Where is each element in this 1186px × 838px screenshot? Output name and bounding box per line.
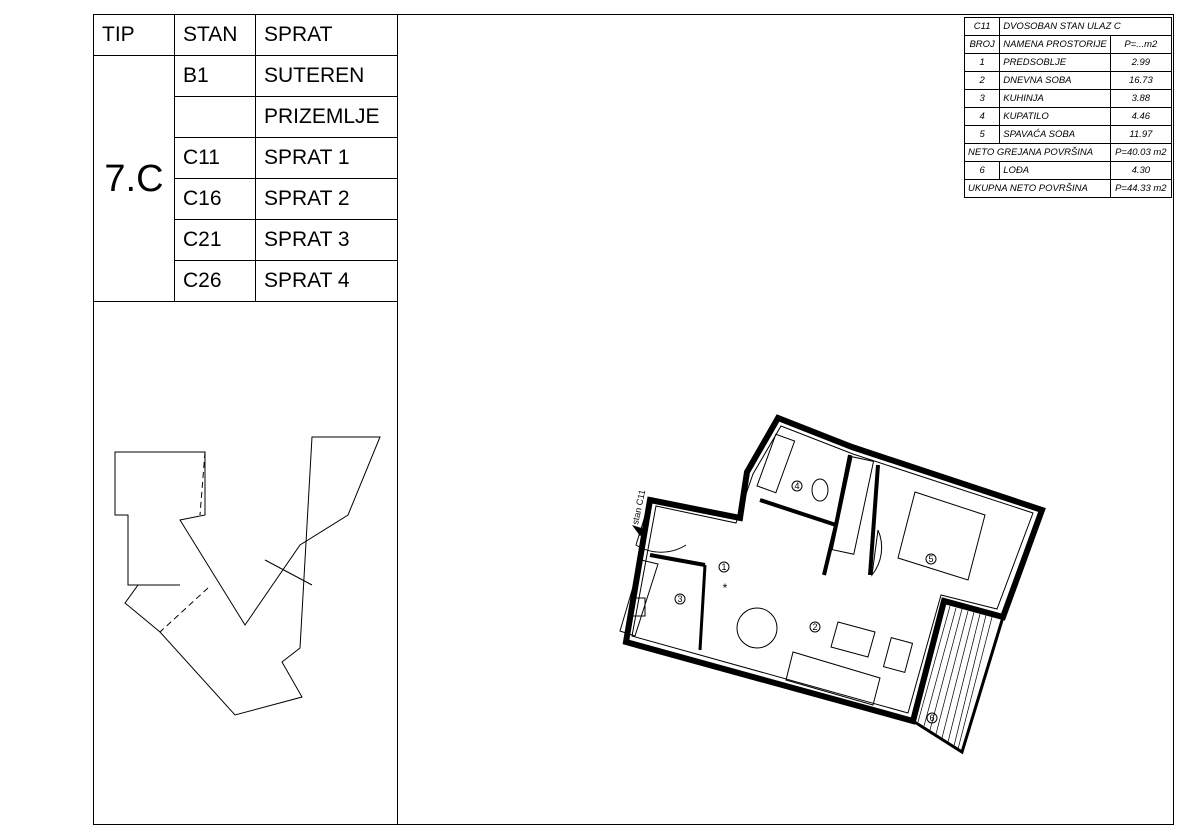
room-marker-3-label: 3 — [677, 594, 682, 604]
stan-cell: C26 — [174, 260, 256, 302]
table-row: 3 KUHINJA 3.88 — [963, 89, 1173, 108]
stove-icon — [632, 597, 646, 617]
sprat-cell: SPRAT 4 — [255, 260, 398, 302]
loggia-deck — [917, 605, 993, 750]
frame-divider — [397, 14, 398, 825]
armchair-icon — [882, 637, 914, 673]
interior-wall — [834, 454, 852, 526]
toilet-icon — [811, 478, 829, 502]
bedroom-door — [871, 529, 883, 577]
sprat-cell: SPRAT 1 — [255, 137, 398, 179]
kitchen-counter — [619, 559, 659, 637]
header-stan: STAN — [174, 14, 256, 56]
table-row: C26 SPRAT 4 — [94, 260, 398, 302]
room-number: 5 — [963, 125, 1001, 144]
interior-wall — [698, 564, 707, 651]
room-area-table: C11 DVOSOBAN STAN ULAZ C BROJ NAMENA PRO… — [963, 17, 1173, 198]
coffee-table-icon — [830, 621, 876, 658]
room-markers: 1 2 3 4 5 6 * — [674, 480, 938, 724]
total-label: UKUPNA NETO POVRŠINA — [964, 179, 1111, 198]
room-marker-4 — [791, 480, 803, 492]
room-table-title-row: C11 DVOSOBAN STAN ULAZ C — [963, 17, 1172, 36]
entrance-door — [635, 499, 687, 553]
key-plan-dashed-line — [159, 587, 209, 633]
interior-wall — [868, 464, 880, 576]
interior-wall — [822, 524, 838, 576]
header-tip: TIP — [93, 14, 175, 56]
table-row: 6 LOĐA 4.30 — [963, 161, 1173, 180]
interior-wall — [759, 498, 837, 527]
sofa-icon — [785, 651, 881, 706]
key-plan-line — [264, 559, 313, 586]
bathtub-icon — [756, 433, 796, 494]
outer-wall-inner-line — [631, 425, 1034, 714]
neto-row: NETO GREJANA POVRŠINA P=40.03 m2 — [964, 143, 1173, 162]
stan-cell: C11 — [174, 137, 256, 179]
table-row: PRIZEMLJE — [94, 96, 398, 138]
room-marker-5-label: 5 — [928, 554, 933, 564]
room-marker-2-label: 2 — [812, 622, 817, 632]
key-plan-dashed-line — [199, 451, 206, 516]
tip-value: 7.C — [93, 55, 175, 302]
key-plan-outline — [114, 436, 381, 716]
table-row: 7.C B1 SUTEREN — [93, 55, 398, 302]
header-sprat: SPRAT — [255, 14, 398, 56]
room-marker-5 — [925, 553, 937, 565]
interior-wall — [649, 553, 706, 567]
room-marker-1 — [718, 561, 730, 573]
entrance-arrow-icon — [632, 525, 648, 536]
room-marker-6 — [926, 712, 938, 724]
room-marker-2 — [809, 621, 821, 633]
table-header-row: TIP STAN SPRAT — [93, 14, 398, 56]
sprat-cell: PRIZEMLJE — [255, 96, 398, 138]
table-row: 4 KUPATILO 4.46 — [963, 107, 1173, 126]
room-marker-3 — [674, 593, 686, 605]
table-row: 1 PREDSOBLJE 2.99 — [963, 53, 1173, 72]
key-plan — [114, 436, 381, 716]
room-area: 3.88 — [1109, 89, 1173, 108]
dining-table-icon — [736, 607, 778, 649]
sprat-cell: SUTEREN — [255, 55, 398, 97]
stan-cell: C16 — [174, 178, 256, 220]
bed-icon — [897, 491, 986, 581]
apartment-type-table: TIP STAN SPRAT 7.C B1 SUTEREN PRIZEMLJE … — [93, 14, 398, 302]
room-marker-4-label: 4 — [794, 481, 799, 491]
floor-plan — [619, 414, 1046, 755]
stan-cell: B1 — [174, 55, 256, 97]
total-row: UKUPNA NETO POVRŠINA P=44.33 m2 — [964, 179, 1173, 198]
drawing-frame — [93, 14, 1174, 825]
sprat-cell: SPRAT 3 — [255, 219, 398, 261]
table-row: C11 SPRAT 1 — [94, 137, 398, 179]
wardrobe-icon — [831, 456, 875, 555]
room-marker-6-label: 6 — [929, 713, 934, 723]
table-row: C21 SPRAT 3 — [94, 219, 398, 261]
stan-cell: C21 — [174, 219, 256, 261]
kitchen-star: * — [723, 581, 728, 595]
room-marker-1-label: 1 — [721, 562, 726, 572]
total-value: P=44.33 m2 — [1109, 179, 1173, 198]
outer-wall — [622, 414, 1046, 725]
loggia — [911, 599, 1005, 755]
